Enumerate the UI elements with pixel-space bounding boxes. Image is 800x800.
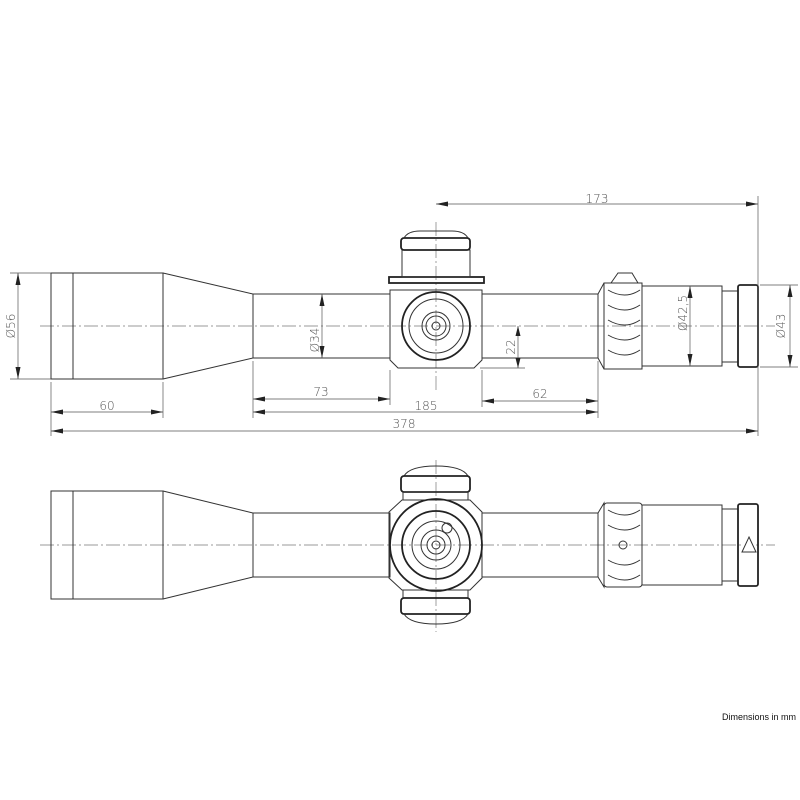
- illumination-indicator: [441, 522, 453, 534]
- dim-eyepiece-diameter: Ø43: [774, 314, 788, 339]
- dimension-lines: 173 Ø56 Ø34 22 Ø42,5 Ø43 60: [4, 192, 798, 436]
- units-note: Dimensions in mm: [722, 712, 797, 722]
- turret-housing: [388, 465, 483, 625]
- side-view: [40, 222, 775, 390]
- elevation-turret: [388, 230, 485, 369]
- dim-73: 73: [313, 385, 328, 399]
- parallax-dial: [401, 291, 471, 361]
- dim-378: 378: [393, 417, 416, 431]
- dim-62: 62: [532, 387, 547, 401]
- dim-objective-diameter: Ø56: [4, 314, 18, 339]
- dim-turret-offset: 22: [504, 339, 518, 354]
- dim-zoom-ring-diameter: Ø42,5: [676, 295, 690, 331]
- triangle-marker-icon: [741, 535, 757, 553]
- dim-173: 173: [586, 192, 609, 206]
- dim-60: 60: [99, 399, 114, 413]
- zoom-index-dot: [618, 540, 628, 550]
- dim-185: 185: [415, 399, 438, 413]
- zoom-ring: [597, 272, 643, 370]
- dim-tube-diameter: Ø34: [308, 328, 322, 353]
- top-view: [40, 460, 775, 632]
- eyepiece: [641, 503, 759, 587]
